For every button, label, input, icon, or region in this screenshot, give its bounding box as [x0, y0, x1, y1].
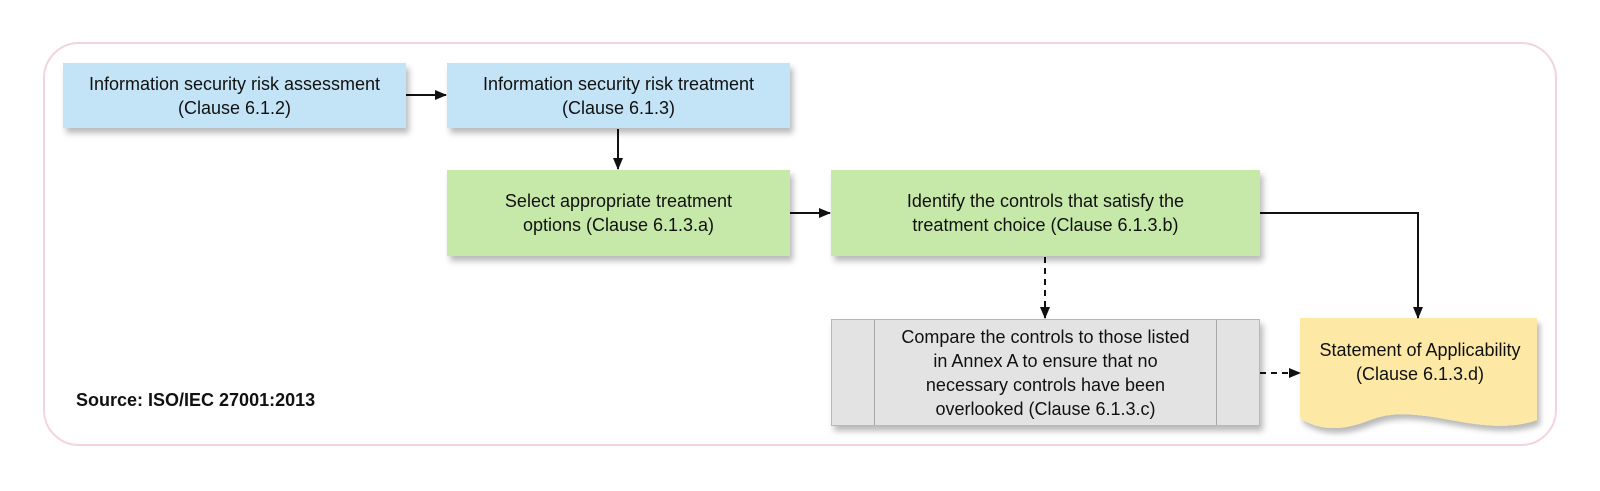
compare-controls-line2: in Annex A to ensure that no [933, 350, 1158, 371]
identify-controls-line2: treatment choice (Clause 6.1.3.b) [912, 215, 1179, 235]
statement-text: Statement of Applicability (Clause 6.1.3… [1300, 338, 1540, 386]
diagram-frame [43, 42, 1557, 446]
compare-left-divider [874, 320, 875, 425]
source-caption: Source: ISO/IEC 27001:2013 [76, 390, 316, 410]
select-options-box: Select appropriate treatment options (Cl… [447, 170, 790, 256]
select-options-line2: options (Clause 6.1.3.a) [522, 215, 715, 235]
statement-line1: Statement of Applicability [1319, 340, 1521, 360]
compare-controls-line1: Compare the controls to those listed [901, 326, 1190, 347]
compare-right-divider [1216, 320, 1217, 425]
identify-controls-line1: Identify the controls that satisfy the [906, 191, 1185, 211]
risk-assessment-line2: (Clause 6.1.2) [177, 97, 292, 118]
risk-treatment-line2: (Clause 6.1.3) [561, 97, 676, 118]
risk-treatment-line1: Information security risk treatment [482, 73, 755, 94]
risk-assessment-box: Information security risk assessment (Cl… [63, 63, 406, 128]
risk-assessment-line1: Information security risk assessment [88, 73, 381, 94]
identify-controls-box: Identify the controls that satisfy the t… [831, 170, 1260, 256]
statement-document-shape [1300, 318, 1537, 429]
risk-treatment-box: Information security risk treatment (Cla… [447, 63, 790, 128]
compare-controls-line4: overlooked (Clause 6.1.3.c) [935, 398, 1156, 419]
arrow-identify-to-statement [1260, 212, 1423, 319]
compare-controls-line3: necessary controls have been [925, 374, 1166, 395]
select-options-line1: Select appropriate treatment [504, 191, 733, 211]
compare-controls-box: Compare the controls to those listed in … [831, 319, 1260, 426]
statement-line2: (Clause 6.1.3.d) [1355, 364, 1485, 384]
